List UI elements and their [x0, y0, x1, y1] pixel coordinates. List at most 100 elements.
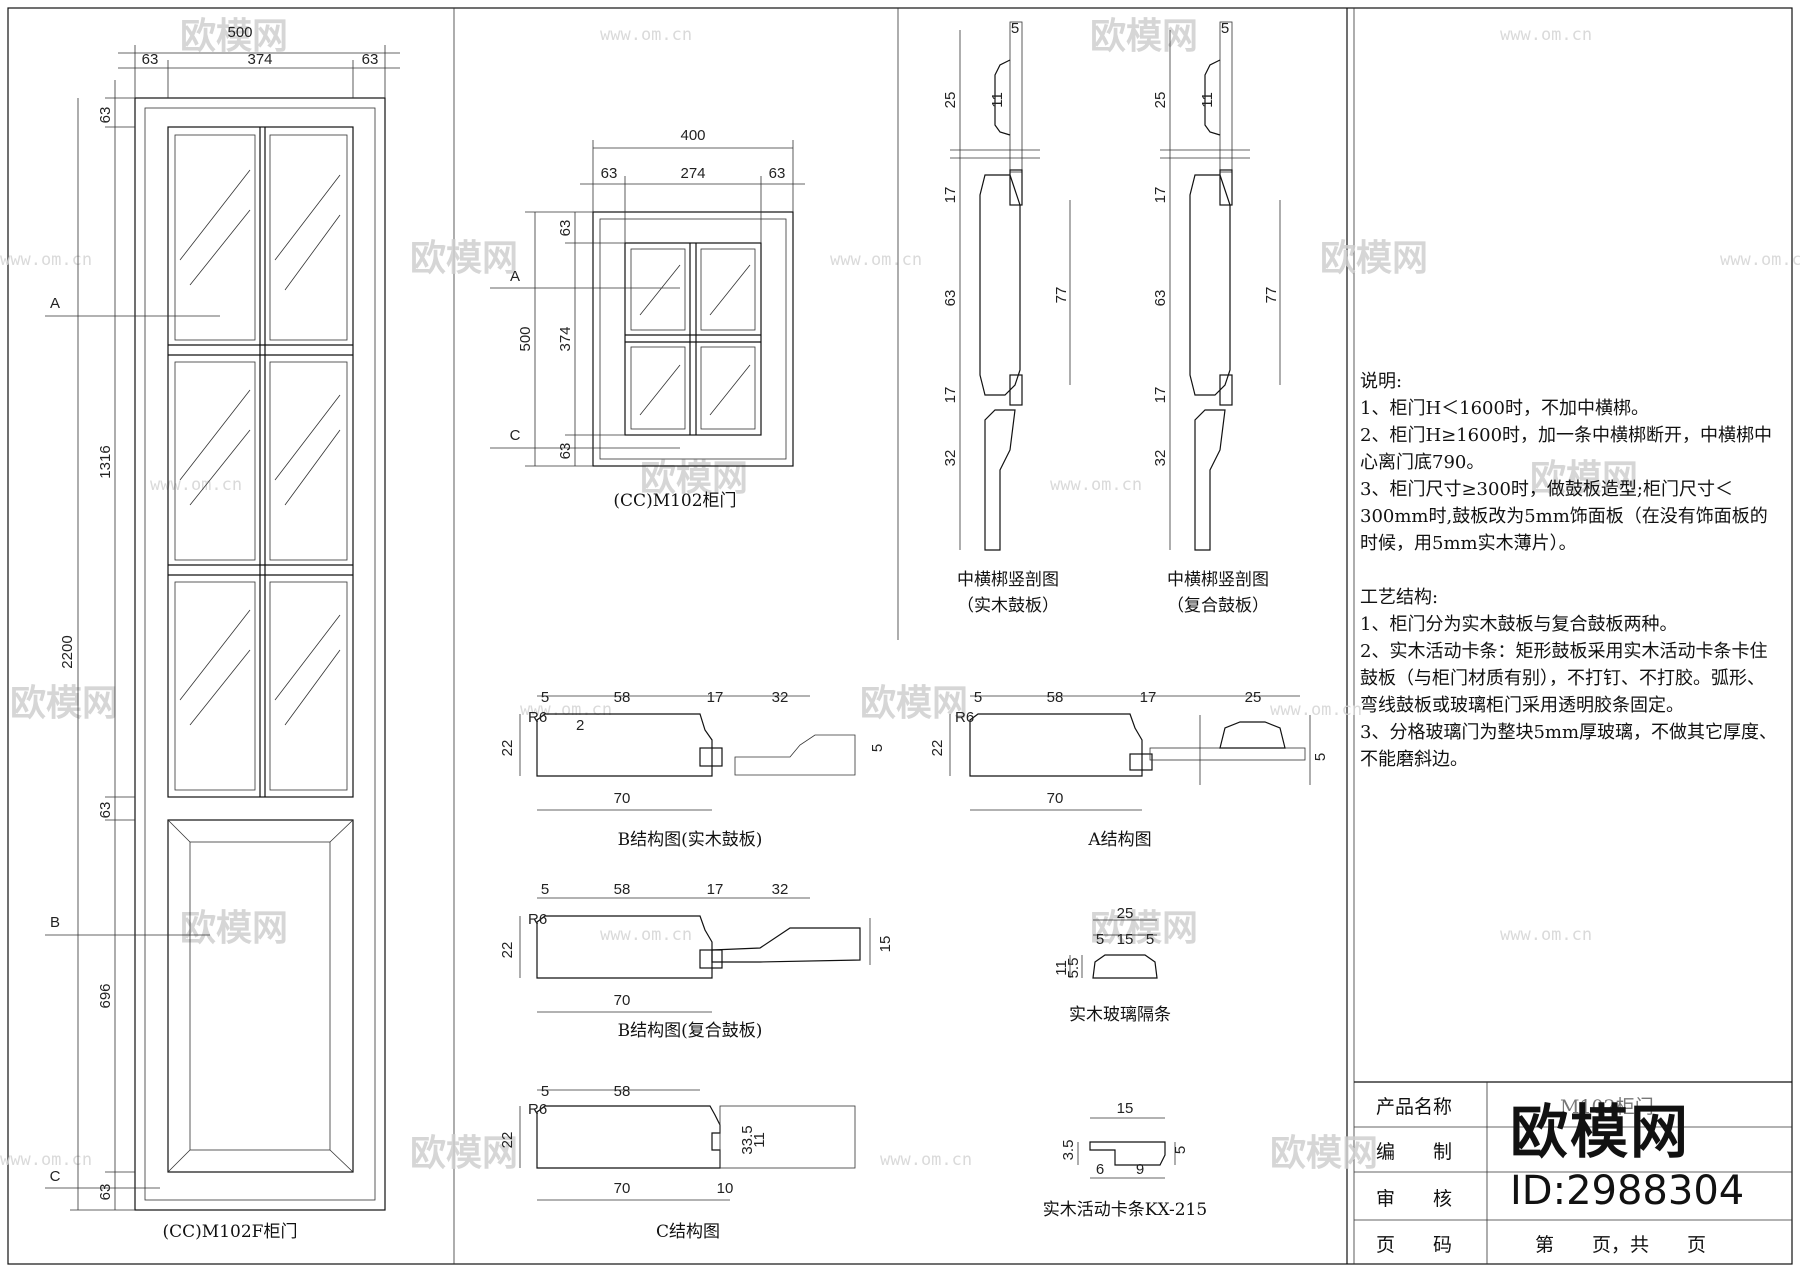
dim-mr2-63: 63 [1152, 290, 1169, 307]
svg-text:www.om.cn: www.om.cn [0, 1150, 92, 1170]
dim-left-v-1: 63 [97, 107, 114, 124]
svg-text:www.om.cn: www.om.cn [0, 250, 92, 270]
caption-mr1-line2: （实木鼓板） [957, 596, 1059, 616]
dim-bs-32: 32 [772, 689, 789, 706]
mid-rail-composite-section [1160, 21, 1281, 551]
svg-text:www.om.cn: www.om.cn [1500, 25, 1592, 45]
svg-text:www.om.cn: www.om.cn [1720, 250, 1800, 270]
dim-mr1-63: 63 [942, 290, 959, 307]
dim-a-25: 25 [1245, 689, 1262, 706]
title-block-frame [1354, 1081, 1792, 1264]
caption-mr2-line2: （复合鼓板） [1167, 596, 1269, 616]
dim-bs-70: 70 [614, 790, 631, 807]
dim-mr2-5: 5 [1221, 20, 1229, 37]
craft-heading: 工艺结构: [1360, 587, 1439, 608]
svg-text:www.om.cn: www.om.cn [600, 25, 692, 45]
svg-text:www.om.cn: www.om.cn [1270, 700, 1362, 720]
clip-strip-section [1077, 1117, 1176, 1179]
dim-bc-15: 15 [877, 936, 894, 953]
craft-1: 1、柜门分为实木鼓板与复合鼓板两种。 [1360, 614, 1678, 635]
svg-text:欧模网: 欧模网 [1320, 238, 1428, 279]
glass-strip-section [1069, 919, 1158, 979]
dim-bc-5: 5 [541, 881, 549, 898]
tb-value-product: M102柜门 [1560, 1096, 1654, 1118]
svg-text:www.om.cn: www.om.cn [1500, 925, 1592, 945]
dim-cs-9: 9 [1136, 1161, 1144, 1178]
tb-label-page: 页 码 [1376, 1234, 1453, 1256]
caption-clip-strip: 实木活动卡条KX-215 [1043, 1200, 1207, 1220]
svg-text:欧模网: 欧模网 [410, 238, 518, 279]
dim-mr1-32: 32 [942, 450, 959, 467]
dim-bs-17: 17 [707, 689, 724, 706]
svg-text:www.om.cn: www.om.cn [880, 1150, 972, 1170]
dim-bc-22: 22 [499, 942, 516, 959]
svg-text:www.om.cn: www.om.cn [1050, 475, 1142, 495]
caption-mr1-line1: 中横梆竖剖图 [957, 570, 1059, 590]
section-b-label: B [50, 914, 60, 931]
section-a-label: A [50, 295, 60, 312]
dim-c-10: 10 [717, 1180, 734, 1197]
dim-gs-5a: 5 [1096, 931, 1104, 948]
dim-c-22: 22 [499, 1132, 516, 1149]
dim-small-top-3: 63 [769, 165, 786, 182]
tb-label-product: 产品名称 [1376, 1096, 1453, 1118]
a-section [949, 695, 1311, 811]
craft-2: 2、实木活动卡条：矩形鼓板采用实木活动卡条卡住鼓板（与柜门材质有别），不打钉、不… [1360, 641, 1768, 716]
caption-mr2-line1: 中横梆竖剖图 [1167, 570, 1269, 590]
brand-watermark: 欧模网 [1510, 1098, 1691, 1166]
caption-small-door: (CC)M102柜门 [613, 491, 736, 511]
brand-id: ID:2988304 [1510, 1168, 1745, 1214]
section-c-label: C [50, 1168, 61, 1185]
caption-glass-strip: 实木玻璃隔条 [1069, 1005, 1171, 1025]
svg-text:欧模网: 欧模网 [10, 683, 118, 724]
dim-c-11: 11 [751, 1132, 768, 1148]
svg-text:www.om.cn: www.om.cn [600, 925, 692, 945]
dim-mr1-25: 25 [942, 92, 959, 109]
svg-text:欧模网: 欧模网 [1530, 458, 1638, 499]
dim-c-70: 70 [614, 1180, 631, 1197]
svg-text:欧模网: 欧模网 [860, 683, 968, 724]
dim-small-v-2: 374 [557, 326, 574, 351]
dim-cs-3-5: 3.5 [1060, 1140, 1077, 1161]
tb-value-page: 第 页，共 页 [1535, 1234, 1707, 1256]
dim-cs-5: 5 [1172, 1146, 1189, 1154]
small-section-c: C [510, 427, 521, 444]
dim-mr1-17b: 17 [942, 387, 959, 404]
dim-mr1-5: 5 [1011, 20, 1019, 37]
dim-c-58: 58 [614, 1083, 631, 1100]
small-section-a: A [510, 268, 520, 285]
dim-a-70: 70 [1047, 790, 1064, 807]
dim-mr2-11: 11 [1199, 92, 1216, 108]
dim-bc-58: 58 [614, 881, 631, 898]
dim-cs-15: 15 [1117, 1100, 1134, 1117]
tb-label-author: 编 制 [1376, 1141, 1453, 1163]
dim-left-top-2: 374 [247, 51, 272, 68]
dim-cs-6: 6 [1096, 1161, 1104, 1178]
dim-a-17: 17 [1140, 689, 1157, 706]
dim-mr1-11: 11 [989, 92, 1006, 108]
dim-mr2-32: 32 [1152, 450, 1169, 467]
dim-mr1-17a: 17 [942, 187, 959, 204]
dim-bs-58: 58 [614, 689, 631, 706]
note-1: 1、柜门H＜1600时，不加中横梆。 [1360, 398, 1649, 419]
note-3: 3、柜门尺寸≥300时，做鼓板造型;柜门尺寸＜300mm时,鼓板改为5mm饰面板… [1360, 479, 1768, 554]
dim-small-height: 500 [517, 326, 534, 351]
sheet-border [7, 7, 1793, 1265]
dim-left-top-1: 63 [142, 51, 159, 68]
dim-a-5: 5 [974, 689, 982, 706]
watermark-layer: 欧模网 欧模网 欧模网 欧模网 欧模网 欧模网 欧模网 欧模网 欧模网 欧模网 … [0, 16, 1800, 1174]
dim-small-v-1: 63 [557, 220, 574, 237]
craft-3: 3、分格玻璃门为整块5mm厚玻璃，不做其它厚度、不能磨斜边。 [1360, 722, 1778, 770]
dim-left-v-4: 696 [97, 983, 114, 1008]
dim-bc-32: 32 [772, 881, 789, 898]
left-door-elevation [45, 45, 400, 1211]
dim-mr1-77: 77 [1053, 287, 1070, 304]
caption-b-composite: B结构图(复合鼓板) [618, 1021, 763, 1041]
dim-mr2-25: 25 [1152, 92, 1169, 109]
svg-text:www.om.cn: www.om.cn [830, 250, 922, 270]
notes-heading: 说明: [1360, 371, 1403, 392]
c-section [519, 1089, 856, 1201]
dim-left-top-total: 500 [227, 24, 252, 41]
dim-c-33-5: 33.5 [739, 1125, 756, 1154]
